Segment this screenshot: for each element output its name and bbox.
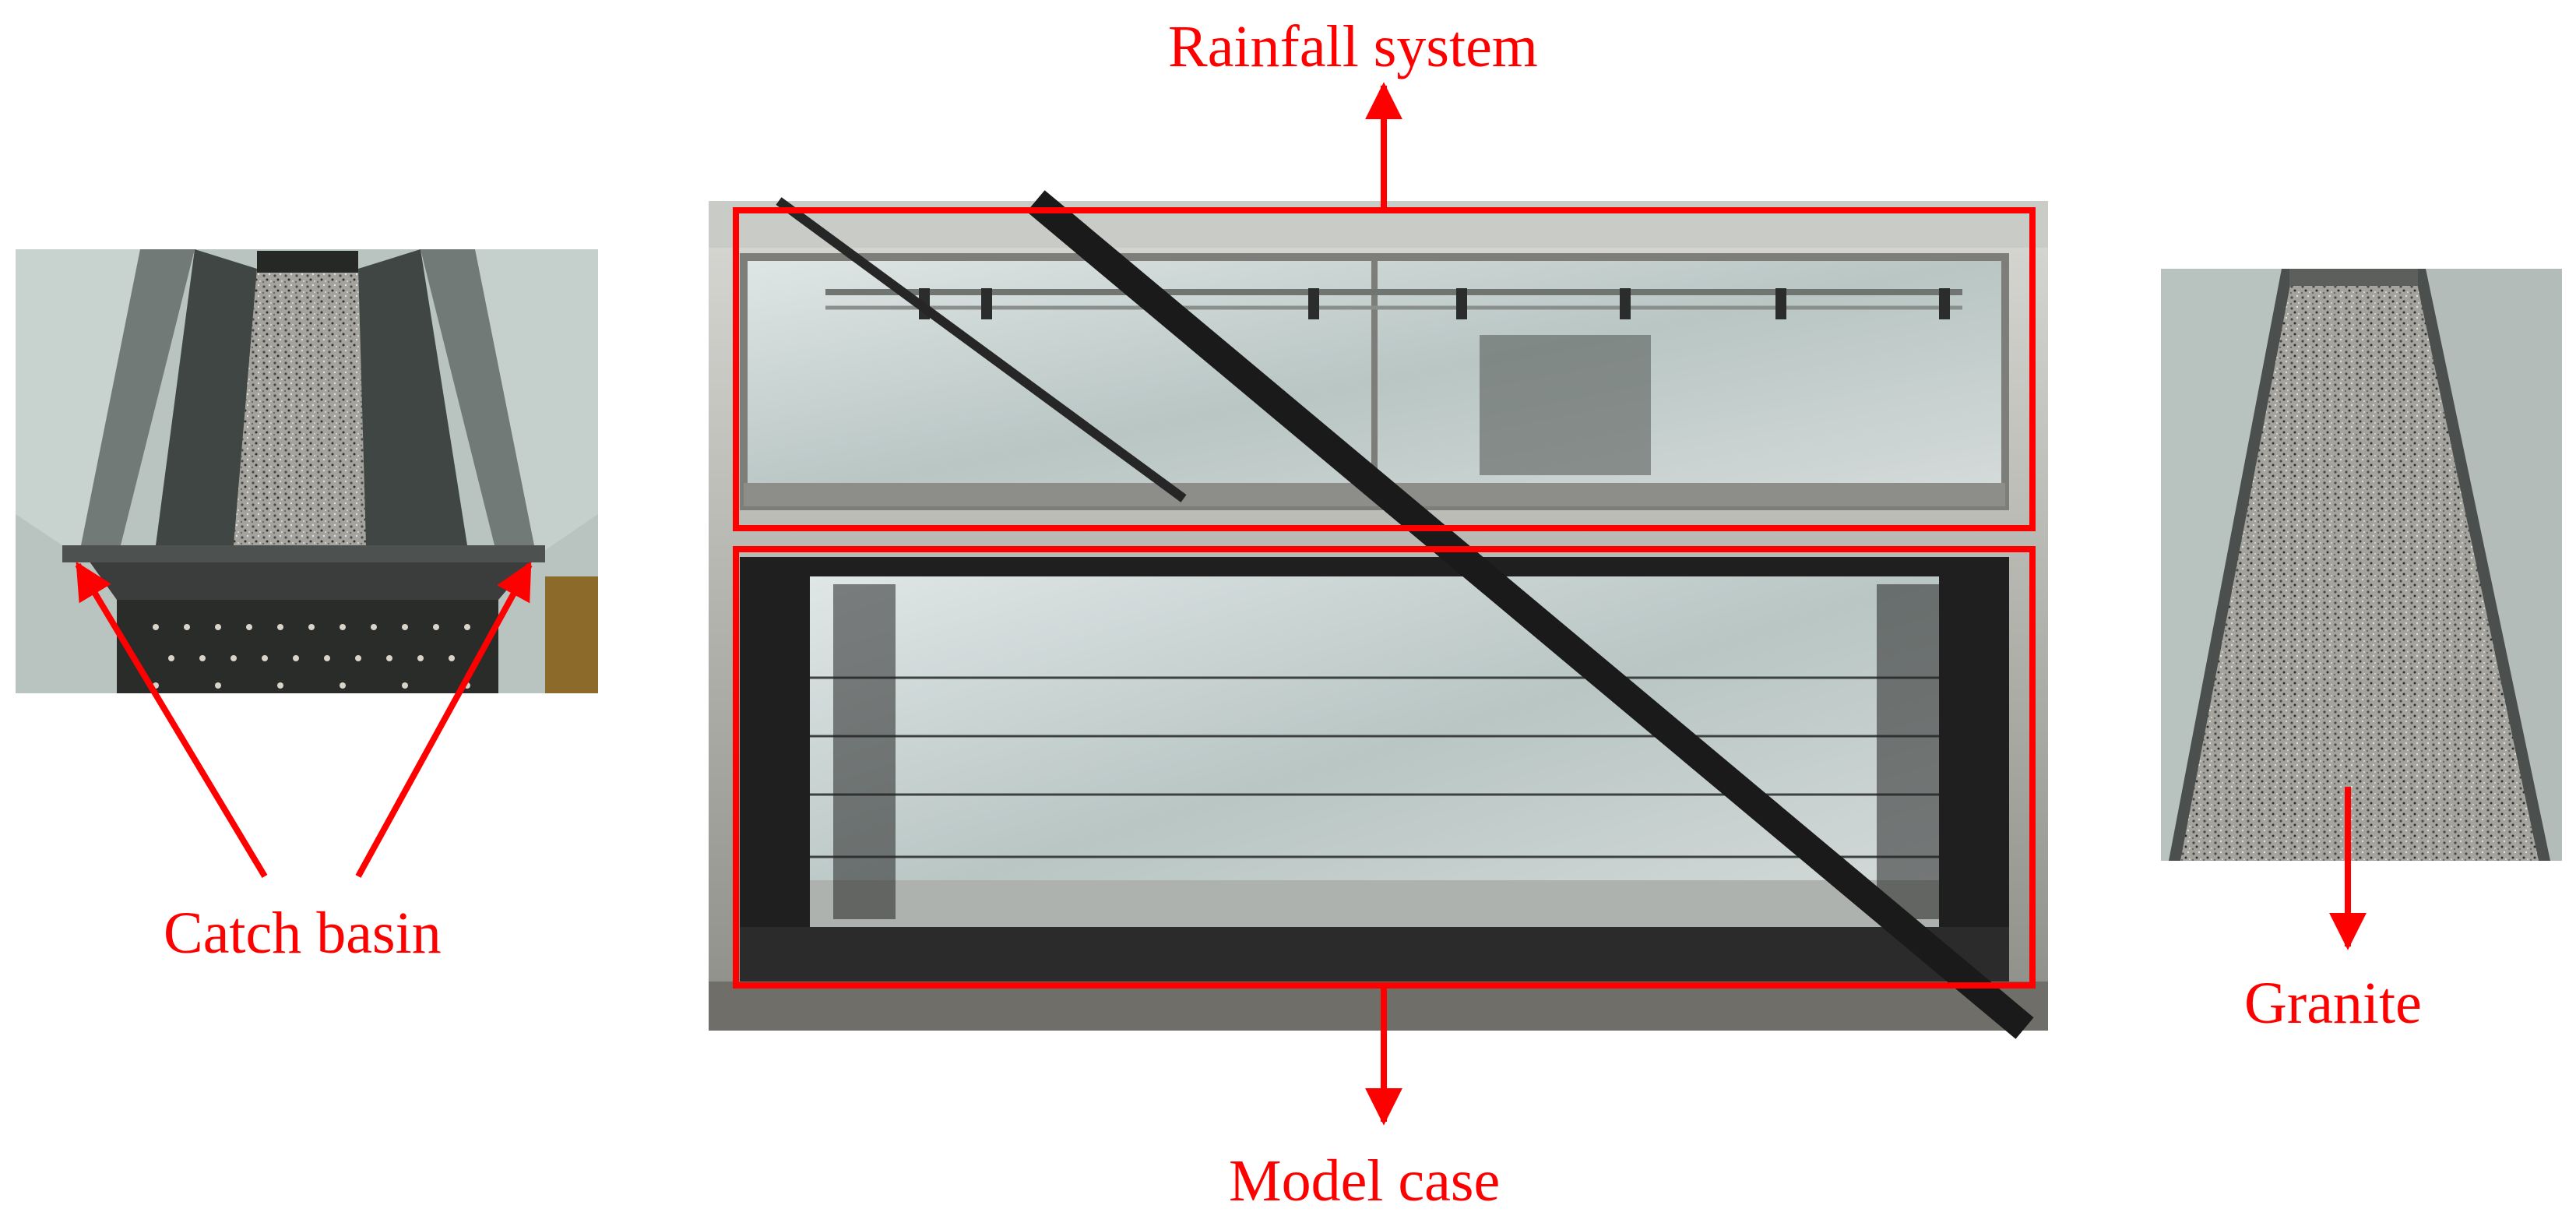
rainfall-system-label: Rainfall system xyxy=(1168,14,1538,79)
apparatus-photo xyxy=(709,190,2048,1039)
annotation-arrows xyxy=(75,82,2367,1126)
rainfall-system-box xyxy=(733,207,2036,531)
granite-photo xyxy=(2161,269,2562,861)
arrow-catch-basin-right xyxy=(355,561,533,878)
catch-basin-photo xyxy=(16,249,598,693)
model-case-box xyxy=(733,546,2036,989)
granite-label: Granite xyxy=(2244,971,2422,1036)
catch-basin-label: Catch basin xyxy=(164,901,442,966)
model-case-label: Model case xyxy=(1229,1148,1501,1214)
arrow-catch-basin-left xyxy=(75,561,268,879)
